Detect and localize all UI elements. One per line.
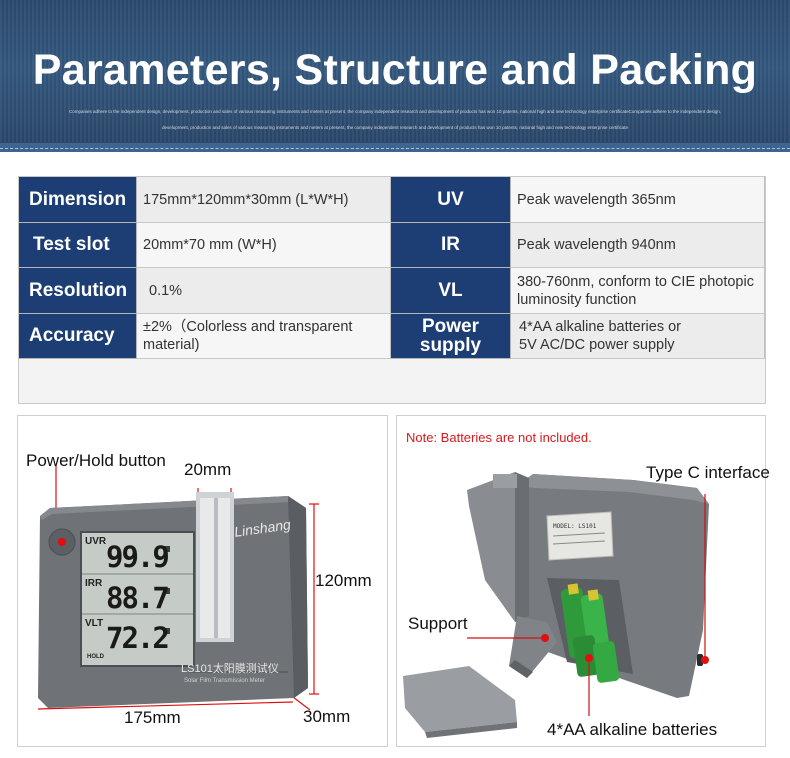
batteries-label: 4*AA alkaline batteries [547,720,718,739]
height-label: 120mm [315,571,372,590]
device-front-panel: Power/Hold button 20mm 120mm 175mm 30mm [17,415,388,747]
lcd-uvr-value: 99.9 [106,540,170,574]
param-value-vl: 380-760nm, conform to CIE photopic lumin… [511,268,765,314]
param-value-accuracy: ±2%（Colorless and transparent material) [137,314,391,359]
power-button-marker [58,538,66,546]
param-value-resolution: 0.1% [137,268,391,314]
device-back-illustration: MODEL: LS101 [403,472,709,738]
param-value-dimension: 175mm*120mm*30mm (L*W*H) [137,177,391,223]
param-key-accuracy: Accuracy [19,314,137,359]
param-value-power-line2: 5V AC/DC power supply [519,337,675,353]
param-value-ir: Peak wavelength 940nm [511,223,765,268]
page-title: Parameters, Structure and Packing [32,46,758,94]
sticker-model: MODEL: LS101 [553,523,597,530]
type-c-marker [701,656,709,664]
depth-label: 30mm [303,707,351,726]
param-key-vl: VL [391,268,511,314]
slot-width-label: 20mm [184,460,232,479]
lcd-vlt-value: 72.2 [106,621,170,655]
lcd-vlt-label: VLT [85,618,104,629]
header-banner: Parameters, Structure and Packing Compan… [0,0,790,152]
lcd-uvr-label: UVR [85,536,107,547]
lcd-irr-label: IRR [85,578,103,589]
lcd-irr-value: 88.7 [106,581,170,615]
param-key-power-line2: supply [419,335,482,356]
param-value-power-line1: 4*AA alkaline batteries or [519,319,682,335]
table-row: Dimension 175mm*120mm*30mm (L*W*H) UV Pe… [19,177,765,223]
param-key-power-line1: Power [421,316,480,337]
param-key-ir: IR [391,223,511,268]
device-back-panel: Note: Batteries are not included. Type C… [396,415,770,747]
table-row: Resolution 0.1% VL 380-760nm, conform to… [19,268,765,314]
param-value-accuracy-line1: ±2%（Colorless and transparent [143,319,353,335]
param-key-test-slot: Test slot [19,223,137,268]
batteries-marker [585,654,593,662]
banner-subtitle-line1: Companies adhere to the independent desi… [69,109,721,114]
param-value-test-slot: 20mm*70 mm (W*H) [137,223,391,268]
param-key-resolution: Resolution [19,268,137,314]
param-key-power-supply: Power supply [391,314,511,359]
device-model-en: Solar Film Transmission Meter [184,678,266,684]
device-model-text: LS101太阳膜测试仪 [181,663,279,675]
length-label: 175mm [124,708,181,727]
device-front-illustration [37,466,319,711]
support-label: Support [408,614,468,633]
param-value-accuracy-line2: material) [143,337,200,353]
banner-texture [0,0,790,152]
support-marker [541,634,549,642]
parameter-table: Dimension 175mm*120mm*30mm (L*W*H) UV Pe… [18,176,766,404]
param-value-uv: Peak wavelength 365nm [511,177,765,223]
table-empty-row [19,359,765,403]
param-value-vl-line1: 380-760nm, conform to CIE photopic [517,273,754,290]
param-key-uv: UV [391,177,511,223]
lcd-hold-label: HOLD [87,654,104,660]
table-row: Accuracy ±2%（Colorless and transparent m… [19,314,765,359]
type-c-label: Type C interface [646,463,770,482]
banner-dashed-line [0,148,790,149]
banner-subtitle-line2: development, production and sales of var… [161,125,629,130]
param-key-dimension: Dimension [19,177,137,223]
banner-bottom-band [0,143,790,152]
power-hold-label: Power/Hold button [26,451,166,470]
param-value-power-supply: 4*AA alkaline batteries or 5V AC/DC powe… [511,314,765,359]
batteries-note: Note: Batteries are not included. [406,430,592,445]
table-row: Test slot 20mm*70 mm (W*H) IR Peak wavel… [19,223,765,268]
param-value-vl-line2: luminosity function [517,291,637,308]
